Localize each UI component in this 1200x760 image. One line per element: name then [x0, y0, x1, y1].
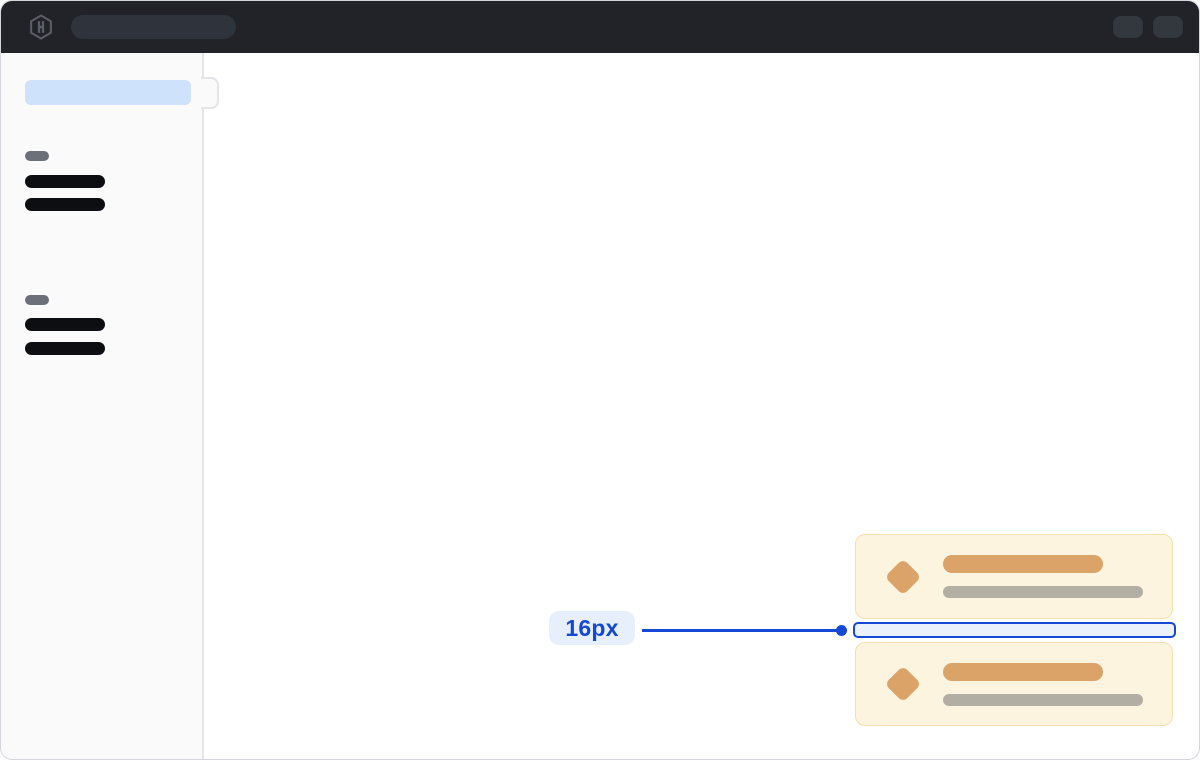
- sidebar-section-badge-2: [25, 295, 49, 305]
- diamond-icon: [884, 558, 922, 596]
- toast-title-placeholder: [943, 555, 1103, 573]
- annotation-connector-line: [642, 629, 843, 632]
- annotation-connector-dot: [836, 625, 847, 636]
- toast-card-1: [855, 534, 1173, 619]
- toast-card-2: [855, 642, 1173, 726]
- spacing-highlight: [853, 622, 1176, 638]
- sidebar-collapse-handle[interactable]: [201, 77, 219, 109]
- sidebar: [1, 53, 219, 759]
- sidebar-link-placeholder[interactable]: [25, 198, 105, 211]
- main-content: 16px: [204, 53, 1199, 759]
- sidebar-link-placeholder[interactable]: [25, 342, 105, 355]
- sidebar-active-item-placeholder[interactable]: [25, 80, 191, 105]
- sidebar-link-placeholder[interactable]: [25, 318, 105, 331]
- toast-text-placeholder: [943, 662, 1143, 706]
- top-nav: [1, 1, 1199, 53]
- diamond-icon: [884, 665, 922, 703]
- nav-action-placeholder-1[interactable]: [1113, 16, 1143, 38]
- toast-text-placeholder: [943, 555, 1143, 598]
- toast-subtitle-placeholder: [943, 586, 1143, 598]
- window-body: 16px: [1, 53, 1199, 759]
- sidebar-link-placeholder[interactable]: [25, 175, 105, 188]
- sidebar-section-badge-1: [25, 151, 49, 161]
- nav-action-placeholder-2[interactable]: [1153, 16, 1183, 38]
- spacing-label: 16px: [549, 611, 635, 645]
- search-bar-placeholder[interactable]: [71, 15, 236, 39]
- hashicorp-logo-icon: [28, 14, 54, 40]
- toast-title-placeholder: [943, 662, 1103, 681]
- toast-subtitle-placeholder: [943, 693, 1143, 706]
